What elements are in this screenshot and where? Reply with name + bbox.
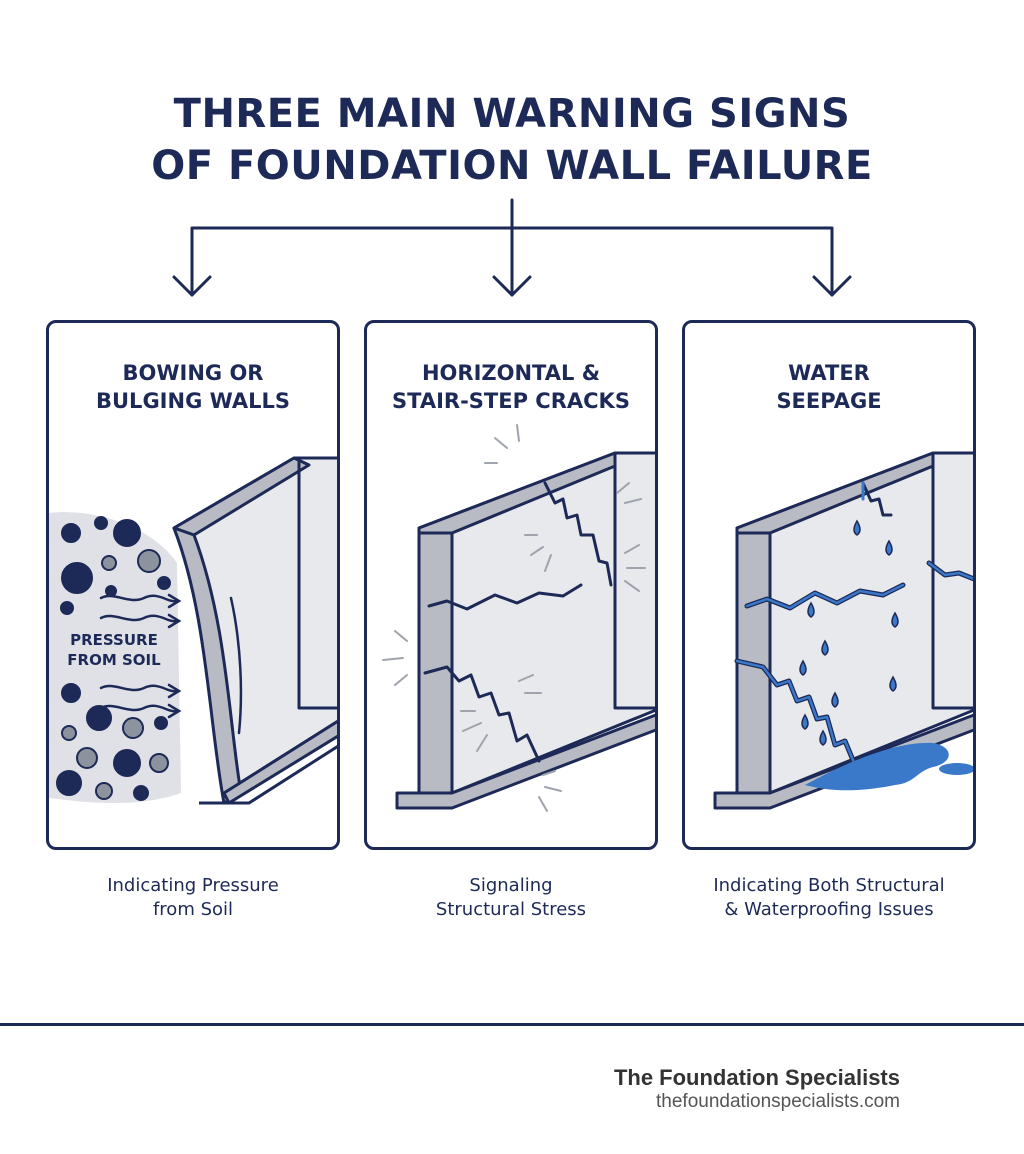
bowing-wall-illustration: PRESSURE FROM SOIL [49,456,337,805]
wet-wall [713,451,973,810]
panel-title: HORIZONTAL & STAIR-STEP CRACKS [367,359,655,415]
brand-url[interactable]: thefoundationspecialists.com [656,1091,900,1112]
panel-bowing-walls: BOWING OR BULGING WALLS PRESSURE FROM SO… [46,320,340,850]
left-arrow-head [172,275,212,297]
brand-name: The Foundation Specialists [613,1065,900,1090]
water-seepage-illustration [713,451,973,810]
water-cracks [734,481,973,768]
title-line-2: OF FOUNDATION WALL FAILURE [151,143,873,189]
panel-title-line-1: WATER [788,361,870,385]
page-title: THREE MAIN WARNING SIGNS OF FOUNDATION W… [0,88,1024,192]
pressure-label-line-2: FROM SOIL [67,651,161,669]
caption-line-1: Signaling [469,875,553,896]
pressure-label-line-1: PRESSURE [70,631,158,649]
panel-title-line-1: BOWING OR [122,361,264,385]
cracks [423,481,613,763]
caption-water: Indicating Both Structural & Waterproofi… [682,874,976,922]
panel-title-line-2: SEEPAGE [776,389,882,413]
panel-title-line-1: HORIZONTAL & [421,361,601,385]
panel-water-seepage: WATER SEEPAGE [682,320,976,850]
panel-title-line-2: STAIR-STEP CRACKS [392,389,630,413]
cracked-wall-illustration [382,424,655,812]
cracked-wall [395,451,655,810]
caption-line-1: Indicating Pressure [107,875,279,896]
right-arrow-head [812,275,852,297]
panel-title: WATER SEEPAGE [685,359,973,415]
bowing-wall [172,456,337,805]
branch-line [190,226,834,297]
water-puddle [805,742,973,791]
soil-rocks [56,516,171,801]
caption-line-2: Structural Stress [435,899,587,920]
stress-marks [382,424,646,812]
connector-arrows [172,198,852,297]
water-drops [799,519,899,746]
caption-line-2: & Waterproofing Issues [724,899,934,920]
caption-line-2: from Soil [152,899,234,920]
footer-divider [0,1023,1024,1026]
center-arrow-head [492,275,532,297]
panel-title: BOWING OR BULGING WALLS [49,359,337,415]
footer-brand: The Foundation Specialists thefoundation… [614,1065,900,1113]
panel-title-line-2: BULGING WALLS [96,389,290,413]
caption-line-1: Indicating Both Structural [713,875,945,896]
caption-bowing: Indicating Pressure from Soil [46,874,340,922]
pressure-arrows [99,593,182,719]
title-line-1: THREE MAIN WARNING SIGNS [173,91,851,137]
caption-cracks: Signaling Structural Stress [364,874,658,922]
panel-horizontal-cracks: HORIZONTAL & STAIR-STEP CRACKS [364,320,658,850]
